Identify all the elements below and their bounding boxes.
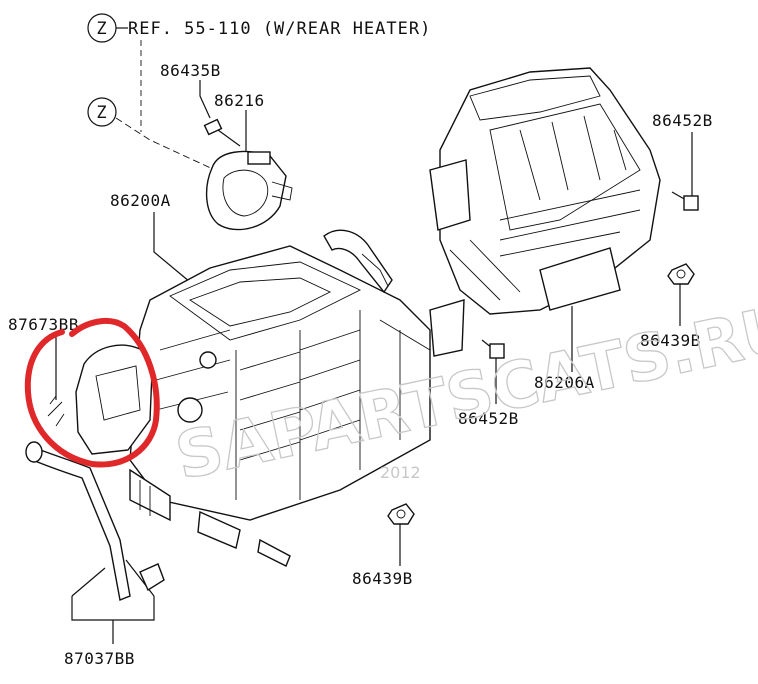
label-86216: 86216 [214,91,265,110]
nut-86439b-right-icon [667,263,695,285]
label-86452b-top: 86452B [652,111,713,130]
hose-87037bb-icon [25,441,165,601]
watermark-year: 2012 [380,463,421,482]
ref-circle-letter-2: Z [96,103,107,123]
blower-unit-86206a-icon [429,67,661,357]
ref-circle-z-2 [87,97,117,127]
heater-unit-86200a-icon [129,229,431,567]
bolt-86452b-mid-icon [481,339,505,359]
nut-86439b-bottom-icon [387,503,415,525]
label-86439b-right: 86439B [640,331,701,350]
ref-circle-letter: Z [96,19,107,39]
label-87037bb: 87037BB [64,649,135,668]
label-86206a: 86206A [534,373,595,392]
damper-86216-icon [205,150,293,231]
bolt-86435b-icon [203,118,241,147]
label-86435b: 86435B [160,61,221,80]
bolt-86452b-top-icon [671,191,699,211]
label-86439b-bottom: 86439B [352,569,413,588]
reference-note: REF. 55-110 (W/REAR HEATER) [128,19,431,39]
duct-87673bb-icon [47,344,153,455]
label-86452b-mid: 86452B [458,409,519,428]
label-86200a: 86200A [110,191,171,210]
label-87673bb: 87673BB [8,315,79,334]
highlight-circle [24,317,160,468]
